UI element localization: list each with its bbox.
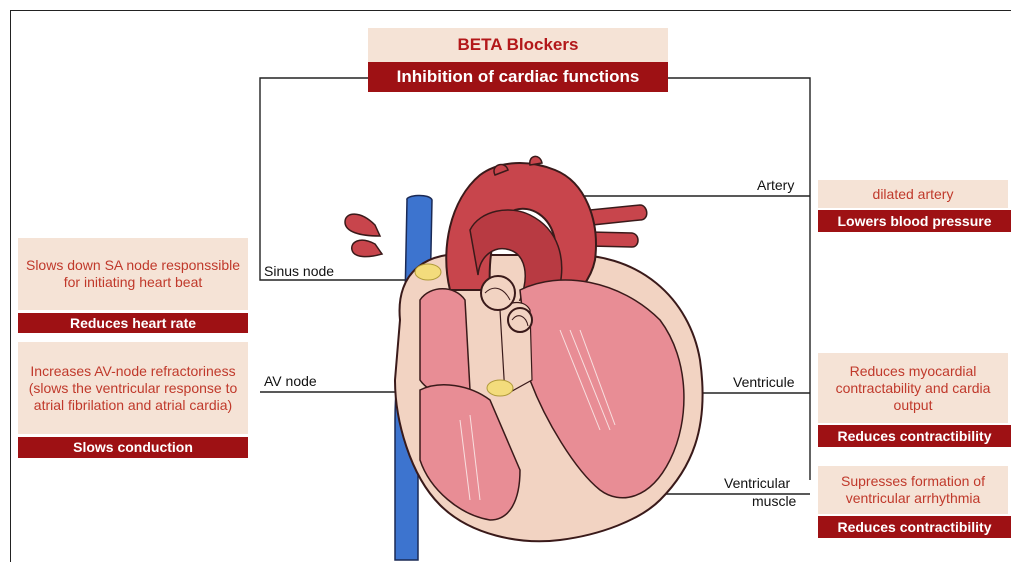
card-av-node-effect: Slows conduction (18, 437, 248, 458)
header-title: BETA Blockers (368, 28, 668, 62)
sinus-node-marker (415, 264, 441, 280)
card-sa-node-effect: Reduces heart rate (18, 313, 248, 333)
card-artery-description: dilated artery (818, 180, 1008, 208)
card-muscle-effect: Reduces contractibility (818, 516, 1011, 538)
card-muscle-description: Supresses formation of ventricular arrhy… (818, 466, 1008, 514)
av-node-marker (487, 380, 513, 396)
label-av-node: AV node (264, 373, 317, 389)
label-ventricular-muscle-line1: Ventricular (724, 475, 790, 491)
card-ventricule-description: Reduces myocardial contractability and c… (818, 353, 1008, 423)
label-ventricule: Ventricule (733, 374, 794, 390)
label-artery: Artery (757, 177, 794, 193)
card-artery-effect: Lowers blood pressure (818, 210, 1011, 232)
label-sinus-node: Sinus node (264, 263, 334, 279)
card-sa-node-description: Slows down SA node responssible for init… (18, 238, 248, 310)
card-ventricule-effect: Reduces contractibility (818, 425, 1011, 447)
label-ventricular-muscle-line2: muscle (752, 493, 796, 509)
card-av-node-description: Increases AV-node refractoriness (slows … (18, 342, 248, 434)
header-subtitle: Inhibition of cardiac functions (368, 62, 668, 92)
